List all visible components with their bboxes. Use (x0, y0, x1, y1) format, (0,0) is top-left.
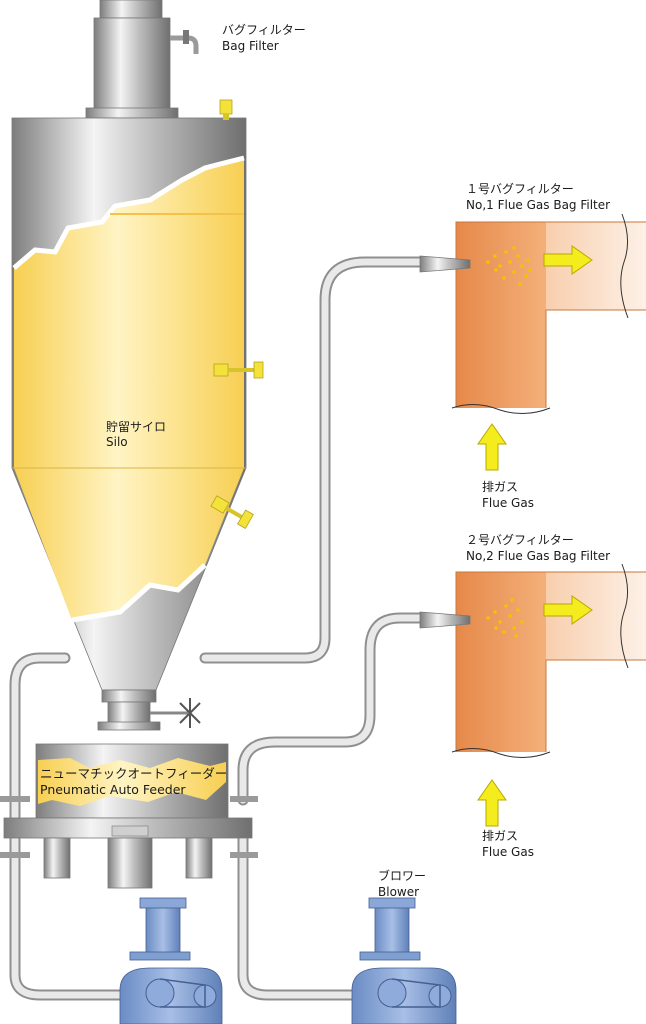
flue-gas-2-label-en: Flue Gas (482, 845, 534, 859)
pipe-to-blower-2 (237, 824, 368, 1001)
silo-powder-cone (14, 468, 244, 620)
top-bag-filter (85, 0, 199, 119)
filter-2-label-jp: ２号バグフィルター (466, 533, 574, 547)
flow-arrow-icon (477, 423, 507, 471)
labels: バグフィルター Bag Filter 貯留サイロ Silo ニューマチックオート… (40, 23, 610, 899)
level-sensor-top (219, 99, 233, 120)
pneumatic-auto-feeder (0, 743, 258, 889)
blower-1 (119, 897, 223, 1024)
blower-2 (351, 897, 457, 1024)
flow-arrow-icon (477, 779, 507, 827)
storage-silo (11, 99, 264, 691)
level-sensor-cone (210, 495, 254, 529)
blower-label-jp: ブロワー (378, 868, 426, 883)
silo-powder-body (14, 158, 244, 468)
flow-arrow-icon (543, 595, 593, 625)
flue-gas-1-label-en: Flue Gas (482, 496, 534, 510)
discharge-valve (97, 689, 201, 731)
flue-gas-duct-1 (419, 213, 646, 471)
flue-gas-2-label-jp: 排ガス (482, 829, 518, 843)
pipe-to-filter-2 (237, 612, 426, 806)
flue-gas-1-label-jp: 排ガス (482, 480, 518, 494)
filter-1-label-jp: １号バグフィルター (466, 182, 574, 196)
blower-label-en: Blower (378, 885, 419, 899)
filter-2-label-en: No,2 Flue Gas Bag Filter (466, 549, 610, 563)
bag-filter-label-en: Bag Filter (222, 39, 279, 53)
filter-1-label-en: No,1 Flue Gas Bag Filter (466, 198, 610, 212)
flow-arrow-icon (543, 245, 593, 275)
level-sensor-middle (213, 361, 264, 379)
silo-label-en: Silo (106, 435, 128, 449)
bag-filter-label-jp: バグフィルター (222, 23, 306, 37)
flue-gas-duct-2 (419, 563, 646, 827)
powder-spray-2 (486, 598, 524, 638)
feeder-label-jp: ニューマチックオートフィーダー (40, 766, 227, 781)
feeder-label-en: Pneumatic Auto Feeder (40, 782, 186, 797)
silo-label-jp: 貯留サイロ (106, 420, 166, 434)
valve-icon (179, 698, 201, 728)
powder-spray-1 (486, 246, 532, 286)
